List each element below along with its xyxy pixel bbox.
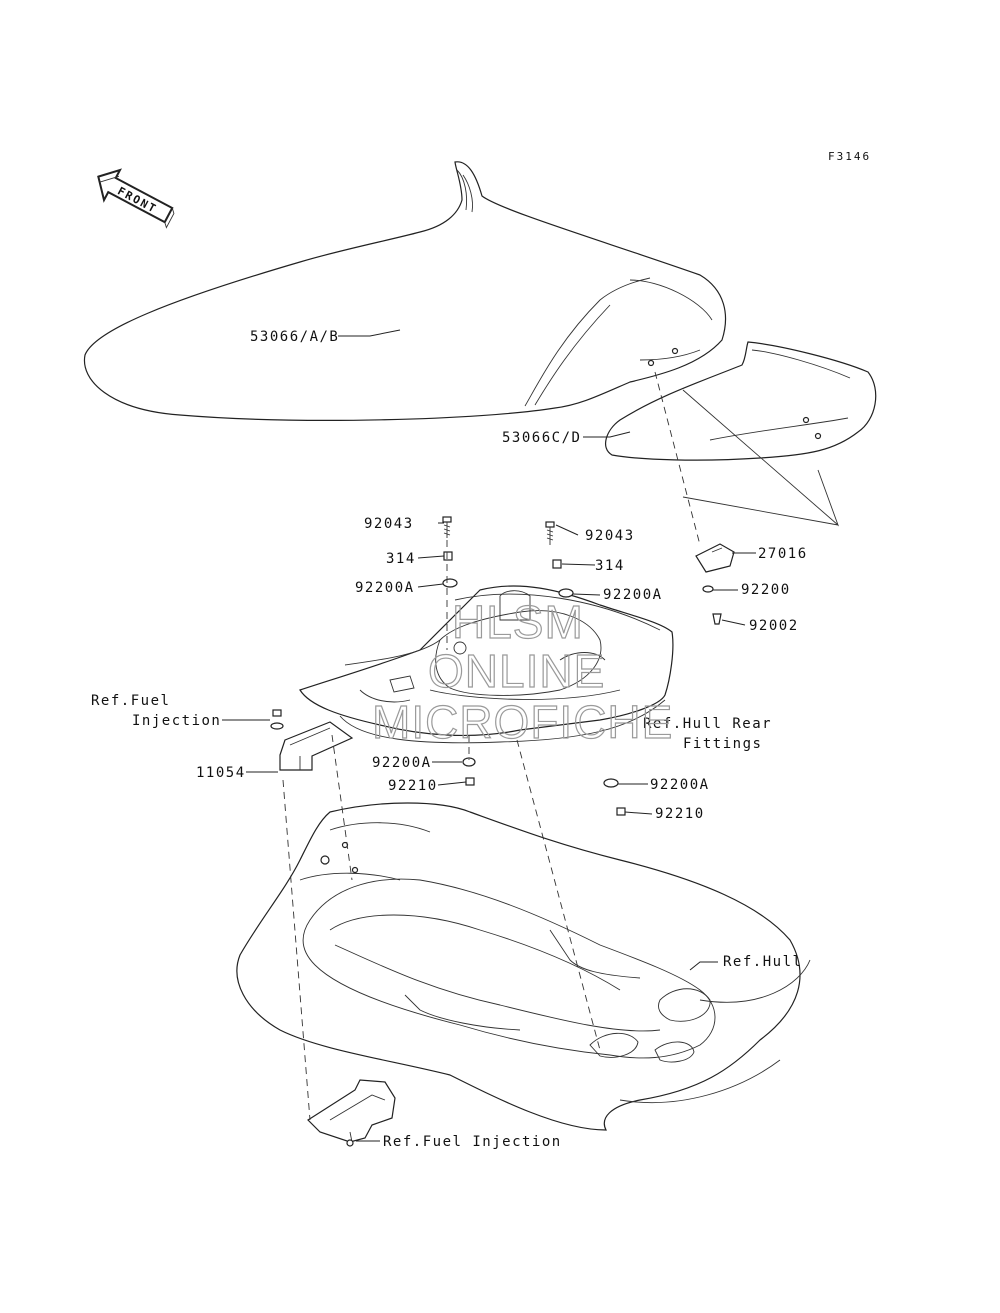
washer-92200A-lower-right — [603, 778, 619, 788]
label-92043-left: 92043 — [364, 516, 414, 532]
nut-314-right — [552, 559, 562, 569]
bolt-92043-left — [442, 516, 452, 538]
label-92200a-lower-right: 92200A — [650, 777, 710, 793]
label-ref-hull: Ref.Hull — [723, 954, 802, 970]
label-314-left: 314 — [386, 551, 416, 567]
hull — [236, 802, 811, 1131]
label-92002: 92002 — [749, 618, 799, 634]
label-92210-lower-right: 92210 — [655, 806, 705, 822]
washer-92200A-lower-left — [462, 757, 476, 767]
label-92043-right: 92043 — [585, 528, 635, 544]
figure-code: F3146 — [828, 150, 871, 163]
watermark-line-1: HLSM — [452, 596, 584, 648]
label-92210-lower-left: 92210 — [388, 778, 438, 794]
label-27016: 27016 — [758, 546, 808, 562]
washer-92200A-right — [558, 588, 574, 598]
label-ref-fuel-injection-bottom: Ref.Fuel Injection — [383, 1134, 562, 1150]
label-11054: 11054 — [196, 765, 246, 781]
label-ref-fuel-injection-top-2: Injection — [132, 713, 221, 729]
watermark-line-3: MICROFICHE — [372, 696, 673, 748]
washer-92200A-left — [442, 578, 458, 588]
bolt-92043-right — [545, 521, 555, 545]
label-53066c-d: 53066C/D — [502, 430, 581, 446]
washer-92200-latch — [702, 585, 714, 593]
latch-27016 — [695, 543, 735, 573]
front-arrow-icon: FRONT — [97, 168, 175, 229]
storage-tray — [299, 585, 674, 744]
screw-92002-latch — [712, 613, 722, 625]
rear-seat — [604, 341, 877, 461]
label-ref-fuel-injection-top-1: Ref.Fuel — [91, 693, 170, 709]
label-53066-a-b: 53066/A/B — [250, 329, 339, 345]
label-314-right: 314 — [595, 558, 625, 574]
watermark-line-2: ONLINE — [428, 645, 605, 697]
nut-92210-lower-right — [616, 807, 626, 816]
nut-92210-lower-left — [465, 777, 475, 786]
bracket-11054 — [279, 721, 354, 771]
label-ref-hull-rear-fittings-2: Fittings — [683, 736, 762, 752]
nut-314-left — [443, 551, 453, 561]
label-92200: 92200 — [741, 582, 791, 598]
label-92200a-lower-left: 92200A — [372, 755, 432, 771]
front-seat — [83, 161, 727, 421]
watermark: HLSM ONLINE MICROFICHE — [371, 595, 673, 748]
label-ref-hull-rear-fittings-1: Ref.Hull Rear — [643, 716, 772, 732]
label-92200a-left: 92200A — [355, 580, 415, 596]
screw-fuel-injection-top — [270, 709, 284, 730]
label-92200a-right: 92200A — [603, 587, 663, 603]
fuel-injection-bracket-lower — [307, 1079, 396, 1147]
